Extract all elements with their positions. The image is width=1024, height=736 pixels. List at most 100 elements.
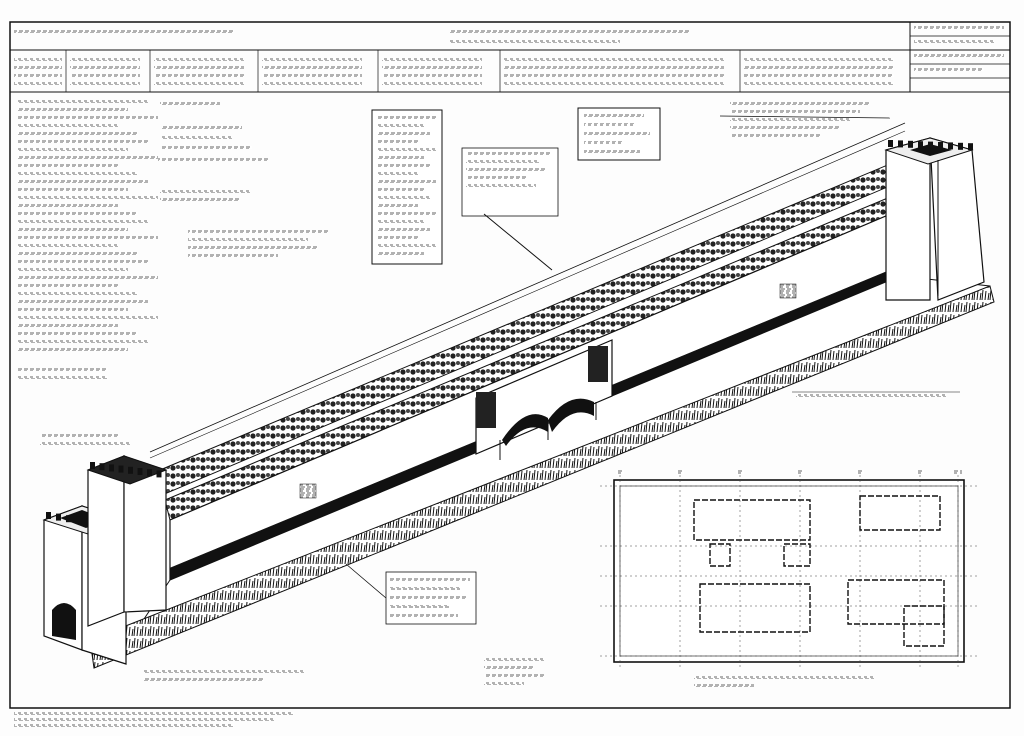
note-line — [18, 368, 108, 371]
title-right-text — [914, 68, 984, 71]
note-line — [18, 260, 148, 263]
note-line — [40, 442, 130, 445]
note-line — [18, 188, 128, 191]
title-left-text — [14, 30, 234, 33]
note-line — [144, 678, 264, 681]
callout-line — [390, 578, 470, 581]
legend-line — [378, 204, 418, 207]
leader-lines — [345, 115, 960, 599]
title-cell-text — [70, 66, 140, 69]
merlon — [928, 141, 933, 149]
merlon — [898, 140, 903, 148]
note-line — [18, 236, 158, 239]
plan-room — [859, 495, 941, 531]
merlon — [147, 469, 152, 477]
plan-grid — [600, 470, 980, 670]
grid-bubble — [736, 470, 744, 474]
wall-drawing — [42, 122, 995, 669]
note-line — [18, 244, 118, 247]
title-cell-text — [504, 66, 724, 69]
plan-room — [699, 583, 811, 633]
legend-line — [378, 188, 424, 191]
note-box-line — [466, 176, 526, 179]
title-cell-text — [382, 82, 482, 85]
note-line — [18, 132, 138, 135]
detail-lines — [584, 114, 650, 153]
title-cell-text — [504, 74, 724, 77]
plan-room — [709, 543, 731, 567]
merlon — [66, 515, 71, 523]
note-line — [18, 348, 128, 351]
arched-gate-icon — [52, 603, 76, 640]
sheet-border — [9, 21, 1011, 709]
plan-caption-line — [694, 676, 874, 679]
callout-line — [390, 587, 460, 590]
detail-line — [584, 132, 650, 135]
detail-line — [584, 123, 634, 126]
note-line — [18, 108, 128, 111]
title-cell-text — [744, 58, 894, 61]
note-box-line — [466, 160, 540, 163]
arched-gate-icon — [502, 414, 548, 446]
detail-line — [584, 150, 640, 153]
note-line — [18, 116, 158, 119]
note-line — [144, 670, 304, 673]
plan-room — [903, 605, 945, 647]
callout-line — [390, 614, 458, 617]
legend-line — [378, 132, 430, 135]
note-line — [18, 252, 138, 255]
title-cell-text — [154, 82, 244, 85]
ground-vegetation — [89, 285, 995, 669]
merlon — [109, 464, 114, 472]
merlon — [888, 140, 893, 147]
title-right-text — [914, 40, 994, 43]
title-right-text — [914, 26, 1004, 29]
callout-lines — [390, 578, 470, 617]
legend-line — [378, 180, 436, 183]
note-line — [730, 110, 860, 113]
title-cell-text — [744, 66, 894, 69]
note-line — [18, 212, 138, 215]
grid-bubble — [676, 470, 684, 474]
plan-room — [783, 543, 811, 567]
legend-line — [378, 116, 436, 119]
floor-plan — [600, 470, 980, 670]
arched-gate-icon — [548, 398, 594, 432]
plan-caption-line — [694, 684, 754, 687]
note-line — [18, 196, 158, 199]
title-cell-text — [262, 74, 362, 77]
merlon — [128, 466, 133, 474]
merlon — [958, 142, 963, 150]
legend-line — [378, 212, 436, 215]
title-cell-text — [744, 82, 894, 85]
merlon — [137, 468, 143, 475]
legend-lines — [378, 116, 436, 255]
plan-room — [693, 499, 811, 541]
title-cell-text — [262, 66, 362, 69]
merlon — [918, 141, 923, 149]
title-cell-text — [504, 58, 724, 61]
note-line — [188, 254, 278, 257]
tower-right — [884, 137, 985, 301]
note-line — [18, 204, 118, 207]
plan-room — [847, 579, 945, 625]
note-line — [18, 172, 138, 175]
note-line — [162, 136, 232, 139]
note-line — [162, 146, 252, 149]
callout-line — [390, 596, 466, 599]
note-box — [461, 147, 559, 217]
title-cell-text — [70, 58, 140, 61]
footer-line — [14, 712, 294, 715]
note-box-line — [466, 152, 552, 155]
title-cell-text — [744, 74, 894, 77]
merlon — [938, 142, 943, 149]
dimension-note — [484, 682, 524, 685]
title-cell-text — [14, 66, 62, 69]
merlon — [46, 512, 51, 519]
legend-line — [378, 244, 436, 247]
legend-line — [378, 156, 424, 159]
title-cell-text — [154, 58, 244, 61]
title-cell-text — [154, 74, 244, 77]
detail-line — [584, 141, 624, 144]
